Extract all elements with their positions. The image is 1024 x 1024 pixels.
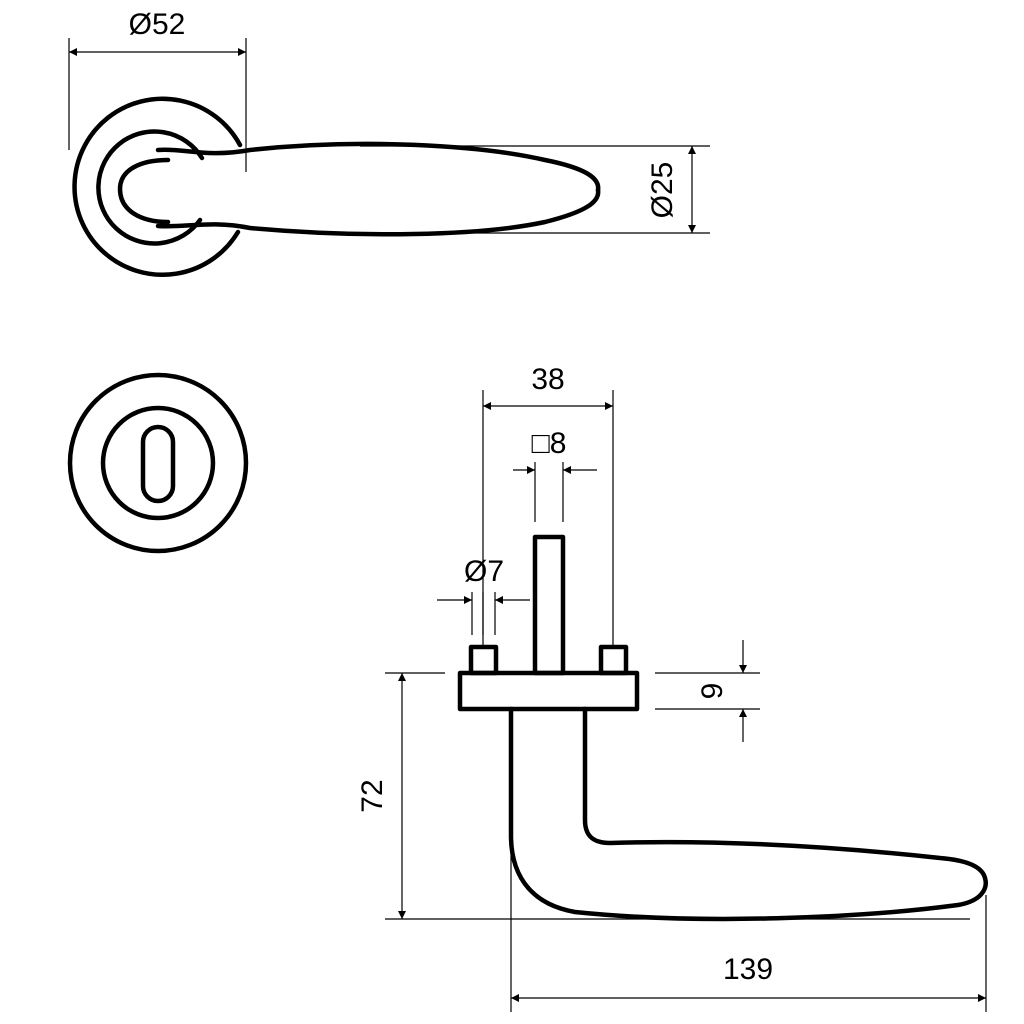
escutcheon-outer bbox=[67, 372, 249, 554]
spindle bbox=[532, 534, 566, 676]
rose-plate bbox=[457, 670, 640, 712]
rose-inner-ring bbox=[96, 129, 205, 246]
dimension-grip-diameter: Ø25 bbox=[360, 145, 710, 234]
lever-grip-bottom bbox=[155, 187, 601, 237]
dimension-lever-length: 139 bbox=[510, 840, 987, 1012]
lever-neck bbox=[117, 157, 171, 225]
lever-grip-top bbox=[155, 141, 601, 193]
dimension-rose-thickness: 9 bbox=[655, 640, 760, 742]
dimension-spacing: 38 bbox=[482, 363, 614, 645]
screw-post-right bbox=[598, 644, 629, 676]
grip-diameter-label: Ø25 bbox=[646, 162, 679, 219]
spacing-label: 38 bbox=[531, 363, 564, 396]
rose-outline bbox=[72, 96, 243, 277]
dimension-spindle-square: □8 bbox=[513, 427, 597, 522]
rose-thickness-label: 9 bbox=[696, 683, 729, 700]
lever-side-body bbox=[508, 706, 988, 922]
dimension-screw-diameter: Ø7 bbox=[437, 555, 530, 635]
spindle-square-label: □8 bbox=[532, 427, 567, 460]
rose-diameter-label: Ø52 bbox=[129, 8, 186, 41]
dimension-projection: 72 bbox=[356, 672, 970, 920]
lever-length-label: 139 bbox=[723, 953, 773, 986]
keyhole-slot bbox=[140, 424, 176, 504]
projection-label: 72 bbox=[356, 779, 389, 812]
dimension-rose-diameter: Ø52 bbox=[68, 8, 247, 172]
lever-side-view bbox=[457, 534, 988, 922]
screw-post-left bbox=[468, 644, 499, 676]
screw-diameter-label: Ø7 bbox=[464, 555, 504, 588]
escutcheon-view bbox=[67, 372, 249, 554]
lever-top-view bbox=[72, 96, 601, 277]
escutcheon-inner bbox=[100, 405, 216, 521]
